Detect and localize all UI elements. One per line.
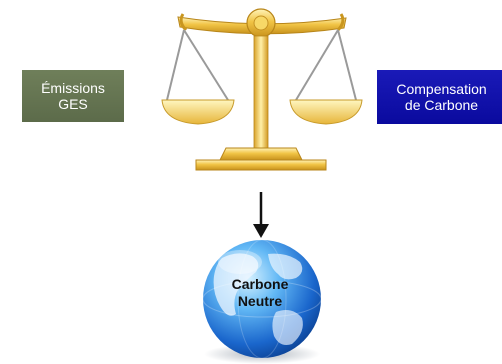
carbon-neutral-line1: Carbone: [231, 276, 289, 292]
emissions-label-line1: Émissions: [41, 80, 105, 96]
emissions-label-line2: GES: [58, 96, 88, 112]
emissions-ges-box: Émissions GES: [22, 70, 124, 122]
compensation-label-line1: Compensation: [396, 81, 487, 97]
compensation-label-line2: de Carbone: [404, 97, 479, 113]
down-arrow-icon: [253, 192, 269, 238]
carbon-compensation-box: Compensation de Carbone: [377, 70, 502, 124]
balance-scale-icon: [161, 8, 363, 171]
carbon-neutral-line2: Neutre: [237, 293, 283, 309]
globe-icon: [202, 239, 322, 364]
carbon-neutral-label: Carbone Neutre: [215, 276, 305, 310]
